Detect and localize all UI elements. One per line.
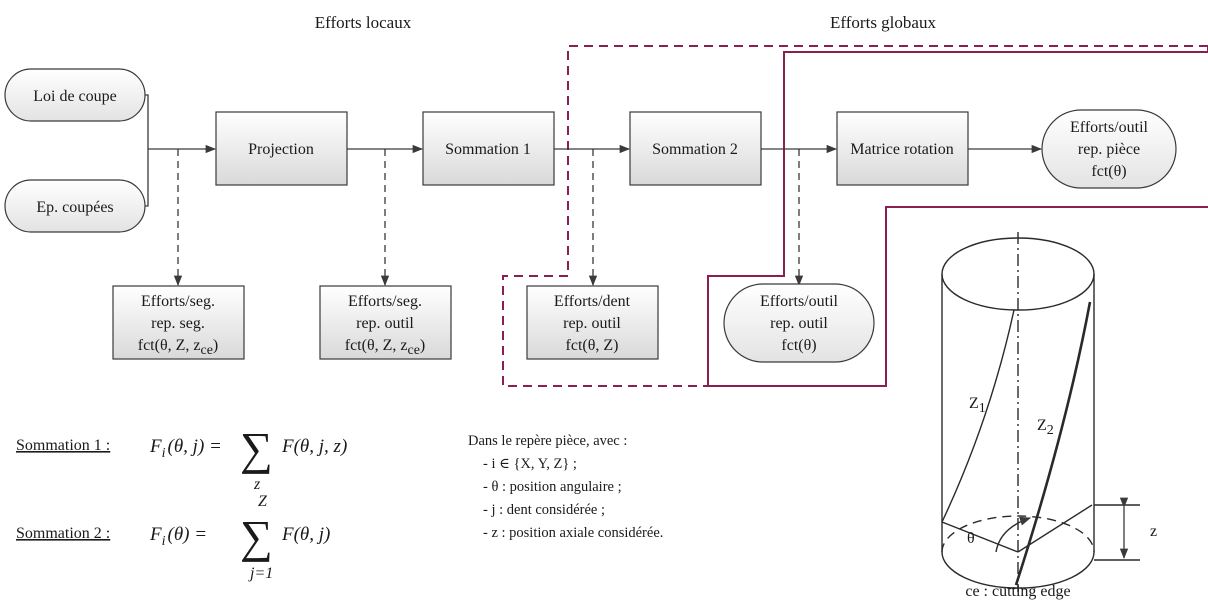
seg-result-line3: fct(θ, Z, zce)	[138, 337, 219, 358]
dent-result-line3: fct(θ, Z)	[566, 337, 619, 354]
cylinder-caption: ce : cutting edge	[965, 583, 1070, 600]
legend-item-z: - z : position axiale considérée.	[483, 525, 663, 541]
seg-result-box	[112, 285, 245, 360]
input-ep-label: Ep. coupées	[36, 199, 113, 216]
final-output-box	[1041, 109, 1177, 189]
cylinder-label-theta: θ	[967, 530, 975, 547]
sommation1-sigma: ∑	[240, 423, 273, 474]
final-output-line1: Efforts/outil	[1070, 119, 1148, 136]
dent-result-box	[526, 285, 659, 360]
cutting-edge-2	[1014, 301, 1092, 586]
dent-result-line1: Efforts/dent	[554, 293, 631, 310]
sommation2-sigma: ∑	[240, 511, 273, 562]
outil-result-line2: rep. outil	[770, 315, 828, 332]
legend-item-j: - j : dent considérée ;	[483, 502, 605, 518]
sommation2-label: Sommation 2	[652, 141, 738, 158]
outil-result-line1: Efforts/outil	[760, 293, 838, 310]
rotation-box	[836, 111, 969, 186]
header-local: Efforts locaux	[315, 13, 412, 32]
input-loi-label: Loi de coupe	[33, 88, 117, 105]
legend-item-i: - i ∈ {X, Y, Z} ;	[483, 456, 577, 472]
cylinder-bottom-back	[941, 515, 1095, 553]
dent-region-border	[502, 45, 1208, 387]
header-global: Efforts globaux	[830, 13, 936, 32]
seg-outil-result-line3: fct(θ, Z, zce)	[345, 337, 426, 358]
sommation1-rhs: F(θ, j, z)	[281, 436, 347, 457]
seg-outil-result-line1: Efforts/seg.	[348, 293, 422, 310]
sommation1-formula-label: Sommation 1 :	[16, 437, 110, 454]
seg-result-line2: rep. seg.	[151, 315, 205, 332]
global-region-border	[707, 46, 1208, 387]
sommation2-sum-over: Z	[258, 493, 268, 510]
legend-item-theta: - θ : position angulaire ;	[483, 479, 622, 495]
final-output-line3: fct(θ)	[1091, 163, 1126, 180]
legend-title: Dans le repère pièce, avec :	[468, 433, 627, 449]
sommation1-lhs: Fi(θ, j) =	[149, 436, 222, 461]
radius-line-2	[1017, 504, 1093, 553]
projection-box	[215, 111, 348, 186]
sommation1-label: Sommation 1	[445, 141, 531, 158]
final-output-line2: rep. pièce	[1078, 141, 1140, 158]
cutting-edge-1	[941, 309, 1015, 523]
cylinder-label-z: z	[1150, 523, 1157, 540]
seg-outil-result-line2: rep. outil	[356, 315, 414, 332]
theta-arc	[995, 516, 1032, 553]
seg-result-line1: Efforts/seg.	[141, 293, 215, 310]
outil-result-line3: fct(θ)	[781, 337, 816, 354]
cylinder-label-z2: Z2	[1037, 417, 1054, 438]
projection-label: Projection	[248, 141, 314, 158]
seg-outil-result-box	[319, 285, 452, 360]
cylinder-figure	[941, 232, 1140, 592]
sommation2-rhs: F(θ, j)	[281, 524, 330, 545]
input-merge-connector	[145, 94, 149, 207]
dent-result-line2: rep. outil	[563, 315, 621, 332]
sommation2-lhs: Fi(θ) =	[149, 524, 207, 549]
sommation2-formula-label: Sommation 2 :	[16, 525, 110, 542]
sommation2-sum-under: j=1	[248, 565, 273, 582]
outil-result-box	[723, 283, 875, 363]
sommation1-sum-under: z	[253, 476, 261, 493]
rotation-label: Matrice rotation	[850, 141, 954, 158]
radius-line-1	[941, 521, 1019, 553]
cylinder-label-z1: Z1	[969, 395, 986, 416]
